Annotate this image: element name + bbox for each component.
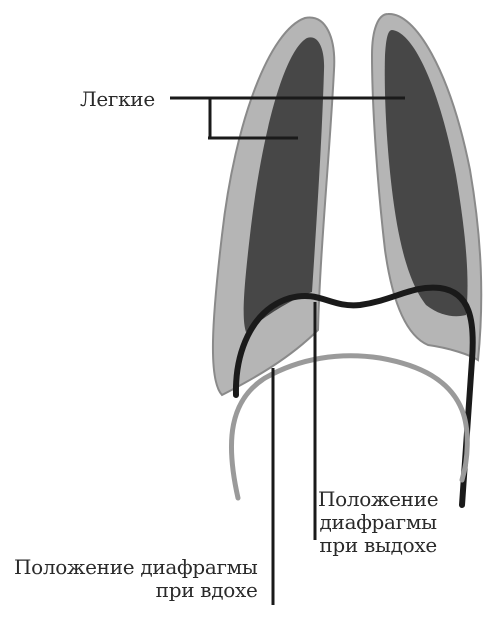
lungs-label: Легкие	[80, 88, 155, 111]
exhale-label-line-1: Положение	[318, 488, 438, 511]
exhale-position-label: Положение диафрагмы при выдохе	[318, 488, 438, 557]
exhale-label-line-3: при выдохе	[318, 534, 438, 557]
inhale-label-line-2: при вдохе	[14, 579, 258, 602]
inhale-label-line-1: Положение диафрагмы	[14, 556, 258, 579]
inhale-position-label: Положение диафрагмы при вдохе	[14, 556, 258, 602]
exhale-label-line-2: диафрагмы	[318, 511, 438, 534]
diaphragm-inhale-line	[231, 356, 467, 498]
